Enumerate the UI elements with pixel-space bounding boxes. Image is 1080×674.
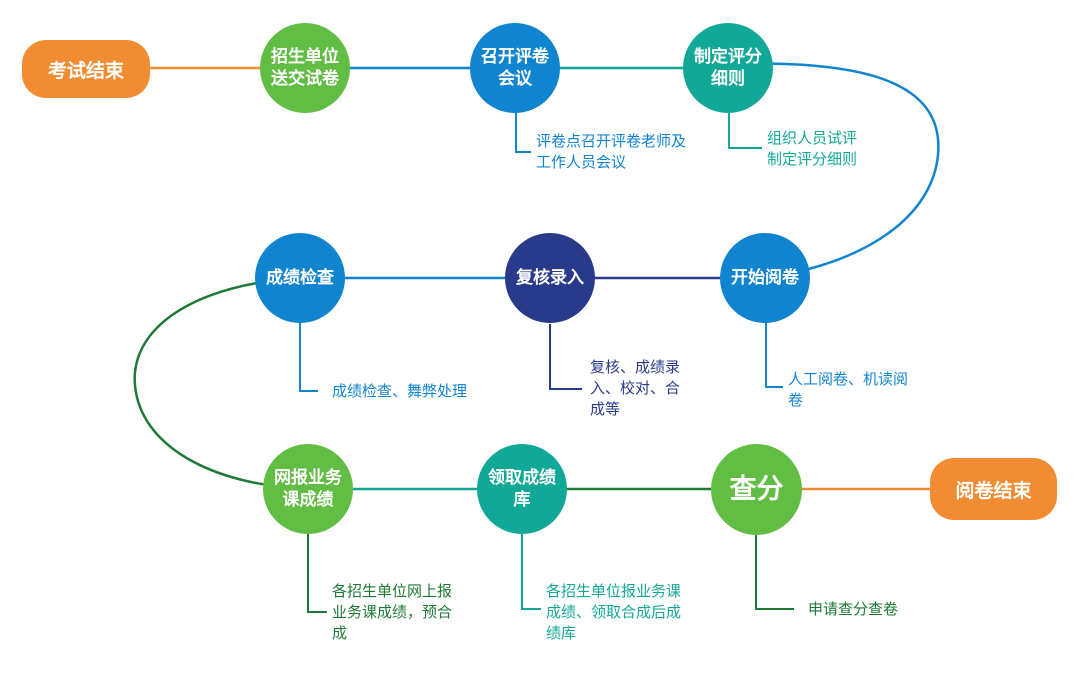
leader-start [765, 322, 783, 388]
exam-end-pill: 考试结束 [22, 40, 150, 98]
link-check-to-online-curve [133, 276, 309, 491]
link-rules-to-start-curve [727, 62, 940, 280]
note-review-entry: 复核、成绩录 入、校对、合 成等 [590, 358, 681, 418]
node-meeting: 召开评卷 会议 [470, 23, 560, 113]
node-online-report: 网报业务 课成绩 [263, 444, 353, 534]
note-get-scores: 各招生单位报业务课 成绩、领取合成后成 绩库 [546, 582, 682, 642]
node-review-entry: 复核录入 [505, 233, 595, 323]
node-query: 查分 [711, 444, 802, 535]
note-score-check: 成绩检查、舞弊处理 [332, 382, 468, 400]
leader-rules [728, 112, 762, 149]
leader-meeting [515, 112, 531, 153]
note-online-report: 各招生单位网上报 业务课成绩，预合 成 [332, 582, 453, 642]
note-query: 申请查分查卷 [808, 600, 899, 618]
node-start-grading: 开始阅卷 [720, 233, 810, 323]
node-get-scores: 领取成绩 库 [477, 444, 567, 534]
leader-review [549, 324, 582, 390]
node-submit-papers: 招生单位 送交试卷 [260, 23, 350, 113]
leader-get [521, 534, 541, 610]
grading-end-pill: 阅卷结束 [930, 458, 1057, 520]
note-rules: 组织人员试评 制定评分细则 [767, 129, 858, 168]
node-score-check: 成绩检查 [255, 233, 345, 323]
note-meeting: 评卷点召开评卷老师及 工作人员会议 [536, 132, 687, 171]
leader-check [299, 322, 318, 392]
node-rules: 制定评分 细则 [683, 23, 773, 113]
note-start-grading: 人工阅卷、机读阅 卷 [788, 370, 909, 409]
leader-query [755, 535, 794, 610]
leader-online [307, 534, 327, 613]
